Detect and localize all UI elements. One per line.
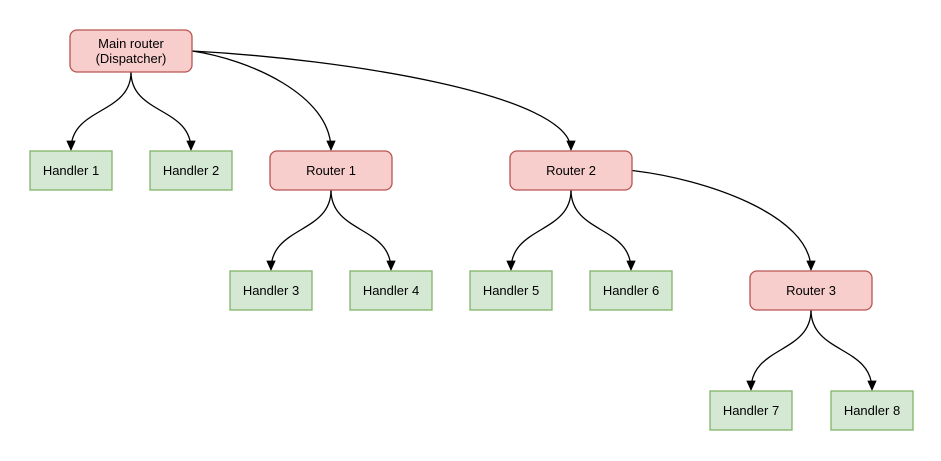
node-handler-3: Handler 3 (229, 270, 313, 311)
node-handler-5-shape (469, 270, 553, 311)
node-handler-4-shape (349, 270, 433, 311)
node-router-1-shape (269, 150, 393, 191)
node-handler-6: Handler 6 (589, 270, 673, 311)
node-handler-8: Handler 8 (830, 390, 914, 431)
node-handler-7: Handler 7 (709, 390, 793, 431)
node-router-1-label: Router 1 (306, 163, 356, 178)
edge-main-to-router-1 (191, 50, 336, 152)
node-handler-2-label: Handler 2 (163, 163, 219, 178)
node-router-3-label: Router 3 (786, 283, 836, 298)
node-layer: Main router(Dispatcher) Handler 1 Handler … (29, 29, 914, 431)
node-handler-6-shape (589, 270, 673, 311)
edge-router-2-to-router-3 (631, 169, 816, 272)
edge-main-to-router-2 (191, 50, 576, 152)
node-handler-2: Handler 2 (149, 150, 233, 191)
node-handler-7-shape (709, 390, 793, 431)
node-handler-3-shape (229, 270, 313, 311)
node-handler-7-label: Handler 7 (723, 403, 779, 418)
node-router-2-shape (509, 150, 633, 191)
edge-router-1-to-handler-4 (330, 189, 396, 272)
node-handler-4-label: Handler 4 (363, 283, 419, 298)
edge-router-3-to-handler-7 (746, 309, 812, 392)
node-main-router: Main router(Dispatcher) (69, 29, 193, 73)
edge-main-to-handler-1 (66, 71, 132, 152)
edge-router-2-to-handler-6 (570, 189, 636, 272)
node-handler-4: Handler 4 (349, 270, 433, 311)
node-main-router-label: Main router(Dispatcher) (96, 36, 167, 66)
node-router-2-label: Router 2 (546, 163, 596, 178)
node-handler-5: Handler 5 (469, 270, 553, 311)
node-handler-1: Handler 1 (29, 150, 113, 191)
edge-router-3-to-handler-8 (810, 309, 877, 392)
node-router-1: Router 1 (269, 150, 393, 191)
edge-router-2-to-handler-5 (506, 189, 572, 272)
node-handler-2-shape (149, 150, 233, 191)
node-handler-3-label: Handler 3 (243, 283, 299, 298)
node-router-3: Router 3 (749, 270, 873, 311)
node-handler-6-label: Handler 6 (603, 283, 659, 298)
edge-layer (66, 50, 877, 392)
edge-router-1-to-handler-3 (266, 189, 332, 272)
node-router-2: Router 2 (509, 150, 633, 191)
node-main-router-shape (69, 29, 193, 73)
node-handler-1-label: Handler 1 (43, 163, 99, 178)
node-handler-5-label: Handler 5 (483, 283, 539, 298)
edge-main-to-handler-2 (130, 71, 196, 152)
node-handler-1-shape (29, 150, 113, 191)
node-router-3-shape (749, 270, 873, 311)
node-handler-8-label: Handler 8 (844, 403, 900, 418)
node-handler-8-shape (830, 390, 914, 431)
